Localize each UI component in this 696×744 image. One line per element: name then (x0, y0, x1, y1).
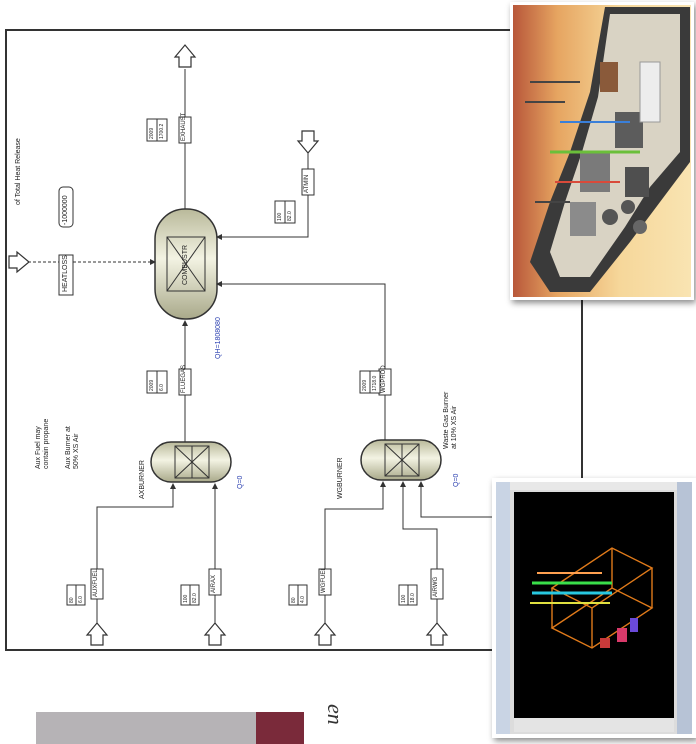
tag-wgair-a: 100 (401, 595, 407, 603)
tag-wgfuel-a: 80 (291, 597, 297, 603)
atmin-block-label: ATMIN (304, 175, 310, 193)
plant-render-photo (510, 2, 694, 300)
tag-atm-b: 82.0 (287, 211, 293, 221)
top-note: of Total Heat Release (15, 138, 22, 205)
flue-block-label: FLUEGAS (181, 365, 187, 393)
aux-burner-vessel (151, 442, 231, 482)
tag-atm-a: 100 (277, 213, 283, 221)
annotation-aux-burner: Aux Burner at 50% XS Air (65, 426, 81, 469)
auxfuel-block-label: AUXFUEL (93, 569, 99, 597)
bottom-photo-fragment (36, 712, 304, 744)
aux-burner-label: AXBURNER (139, 460, 146, 499)
tag-exhaust-b: 1700.2 (159, 124, 165, 139)
heatloss-value: -1000000 (62, 195, 69, 225)
annotation-q0-right: Q=0 (453, 474, 460, 487)
airwg-block-label: AIRWG (433, 577, 439, 597)
annotation-aux-fuel: Aux Fuel may contain propane (35, 419, 51, 469)
cad-screenshot-image (492, 478, 696, 738)
wgprod-block-label: WGPROD (381, 365, 387, 393)
waste-gas-burner-vessel (361, 440, 441, 480)
airax-block-label: AIRAX (211, 575, 217, 593)
plant-render-image (510, 2, 694, 300)
wg-burner-label: WGBURNER (337, 457, 344, 499)
combustor-label: COMBUSTR (182, 245, 189, 285)
tag-auxfuel-b: 6.0 (78, 596, 84, 603)
tag-flue-a: 2009 (149, 380, 155, 391)
tag-auxfuel-a: 80 (69, 597, 75, 603)
tag-flue-b: 6.0 (159, 384, 165, 391)
bottom-photo-accent (256, 712, 304, 744)
tag-auxair-b: 82.0 (192, 593, 198, 603)
tag-wg-a: 2009 (362, 380, 368, 391)
tag-exhaust-a: 2009 (149, 128, 155, 139)
tag-wgair-b: 18.0 (410, 593, 416, 603)
exhaust-block-label: EXHAUST (181, 113, 187, 141)
annotation-waste-gas: Waste Gas Burner at 10% XS Air (443, 392, 459, 449)
heatloss-label: HEATLOSS (62, 255, 69, 292)
tag-wgfuel-b: 4.0 (300, 596, 306, 603)
wgfuel-block-label: WGFUEL (321, 567, 327, 593)
tag-wg-b: 1718.0 (372, 376, 378, 391)
annotation-q0-left: Q=0 (237, 476, 244, 489)
caption-fragment: en (322, 704, 348, 725)
tag-auxair-a: 100 (183, 595, 189, 603)
annotation-qh-main: QH=1808080 (215, 317, 222, 359)
cad-screenshot-photo (492, 478, 696, 738)
